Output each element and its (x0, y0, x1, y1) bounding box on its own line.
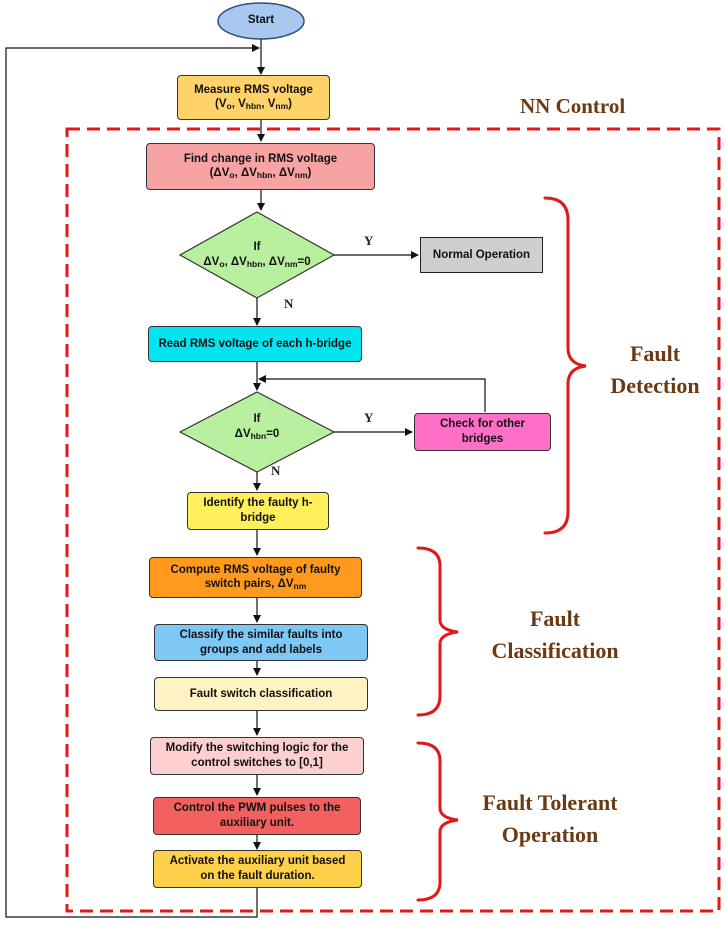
brace-fault-detection (543, 196, 587, 535)
nn-control-label: NN Control (520, 94, 626, 118)
measure-rms-node: Measure RMS voltage (Vo, Vhbn, Vnm) (177, 75, 330, 120)
identify-faulty-node: Identify the faulty h-bridge (187, 492, 329, 530)
classify-faults-node: Classify the similar faults into groups … (154, 624, 368, 661)
find-change-line1: Find change in RMS voltage (183, 152, 338, 165)
decision1-text: If ΔVo, ΔVhbn, ΔVnm=0 (203, 241, 311, 269)
fault-tolerant-label: Fault Tolerant Operation (482, 790, 618, 847)
fault-detection-label: Fault Detection (610, 341, 700, 398)
start-node: Start (218, 13, 304, 28)
find-change-node: Find change in RMS voltage (ΔVo, ΔVhbn, … (146, 143, 375, 190)
measure-line1: Measure RMS voltage (194, 83, 313, 96)
brace-fault-classification (416, 546, 459, 717)
measure-line2: (Vo, Vhbn, Vnm) (215, 98, 292, 112)
control-pwm-node: Control the PWM pulses to the auxiliary … (153, 797, 361, 835)
activate-auxiliary-node: Activate the auxiliary unit based on the… (153, 850, 362, 888)
start-label: Start (247, 14, 275, 26)
nn-control-region (65, 127, 721, 913)
check-other-bridges-node: Check for other bridges (414, 413, 551, 451)
fault-classification-label: Fault Classification (491, 606, 619, 663)
decision1-no-label: N (284, 296, 294, 311)
decision2-text: If ΔVhbn=0 (234, 413, 280, 441)
decision2-yes-label: Y (364, 410, 374, 425)
read-rms-node: Read RMS voltage of each h-bridge (148, 326, 362, 362)
normal-operation-node: Normal Operation (420, 237, 543, 273)
brace-fault-tolerant (416, 741, 459, 902)
compute-rms-node: Compute RMS voltage of faulty switch pai… (149, 557, 362, 598)
decision2-no-label: N (271, 463, 281, 478)
fault-switch-classification-node: Fault switch classification (154, 677, 368, 711)
modify-switching-logic-node: Modify the switching logic for the contr… (150, 737, 364, 775)
find-change-line2: (ΔVo, ΔVhbn, ΔVnm) (209, 167, 312, 181)
decision1-yes-label: Y (364, 233, 374, 248)
